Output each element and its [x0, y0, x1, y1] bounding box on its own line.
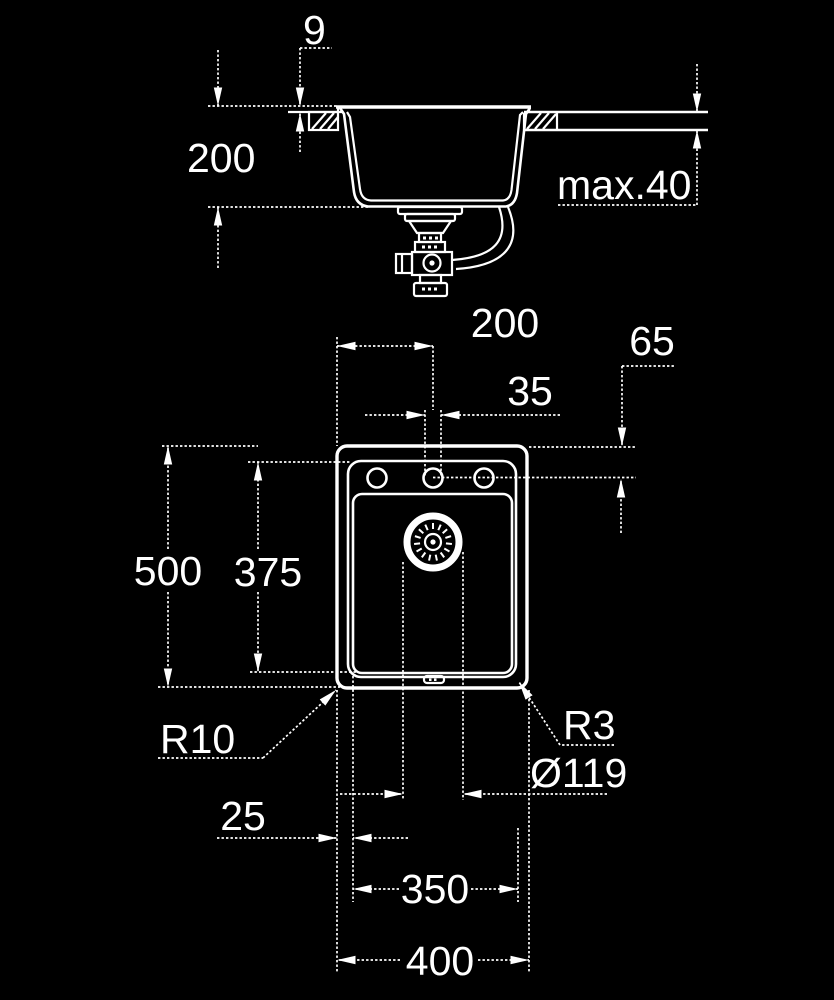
dim-drain-diameter: Ø119: [340, 750, 627, 799]
dim-bowl-offset-label: 25: [220, 793, 266, 839]
dim-rim-height-label: 9: [303, 7, 326, 53]
dim-overall-length: 500: [134, 446, 202, 687]
dim-bowl-depth-label: 200: [187, 135, 255, 181]
dim-overall-width-label: 400: [406, 938, 474, 984]
sink-bowl-outline: [351, 492, 514, 675]
dim-tap-center-label: 200: [471, 300, 539, 346]
callout-radius-outer: R10: [158, 689, 337, 762]
dim-bowl-offset: 25: [217, 793, 408, 843]
callout-radius-inner: R3: [518, 681, 615, 748]
dim-tap-center: 200: [337, 300, 539, 351]
bowl-inner-wall: [346, 111, 524, 202]
side-view: 9 200 max.40: [187, 7, 708, 298]
dim-max-counter-label: max.40: [557, 162, 691, 208]
dim-bowl-length-label: 375: [234, 549, 302, 595]
plan-view: 200 65 35 500 375: [134, 300, 676, 984]
dim-overall-length-label: 500: [134, 548, 202, 594]
dim-bowl-depth: 200: [187, 50, 255, 268]
sink-outer-outline: [335, 444, 529, 690]
overflow-pipe-outer: [455, 206, 515, 271]
drain-strainer: [403, 512, 463, 572]
dim-overall-width: 400: [337, 938, 529, 984]
drain-valve-lever: [394, 252, 414, 275]
tap-hole-left: [366, 467, 388, 489]
dim-max-counter: max.40: [557, 64, 702, 208]
callout-radius-inner-label: R3: [563, 702, 615, 748]
callout-radius-outer-label: R10: [160, 716, 235, 762]
extension-lines: [158, 337, 636, 972]
dim-tap-hole-label: 35: [507, 368, 553, 414]
drain-trap-assembly: [394, 205, 464, 298]
overflow-slot: [422, 674, 446, 685]
dim-rim-height: 9: [295, 7, 332, 152]
dim-tap-offset: 65: [616, 318, 676, 533]
overflow-pipe-inner: [451, 206, 504, 262]
bowl-outer-wall: [338, 107, 532, 208]
dim-bowl-width: 350: [353, 866, 518, 912]
dim-bowl-length: 375: [234, 462, 302, 672]
dim-tap-hole: 35: [365, 368, 560, 420]
dim-tap-offset-label: 65: [629, 318, 675, 364]
counter-hatch-right: [522, 112, 559, 130]
dim-bowl-width-label: 350: [401, 866, 469, 912]
dim-drain-diameter-label: Ø119: [530, 750, 627, 796]
counter-hatch-left: [307, 110, 340, 132]
